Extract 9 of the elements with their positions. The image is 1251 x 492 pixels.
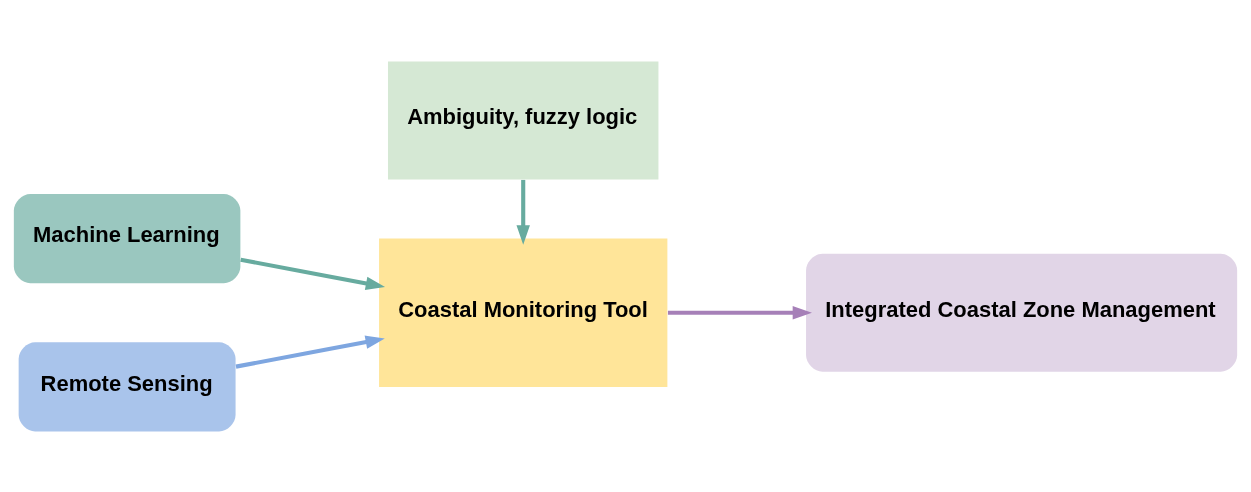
node-box: Integrated Coastal Zone Management <box>806 253 1238 372</box>
arrow <box>235 335 385 369</box>
arrow <box>516 179 530 245</box>
node-box: Ambiguity, fuzzy logic <box>388 61 659 180</box>
node-box: Remote Sensing <box>18 341 236 431</box>
node-box: Coastal Monitoring Tool <box>379 238 668 387</box>
node-box: Machine Learning <box>13 193 241 283</box>
arrow <box>667 305 812 319</box>
arrow <box>240 257 386 290</box>
